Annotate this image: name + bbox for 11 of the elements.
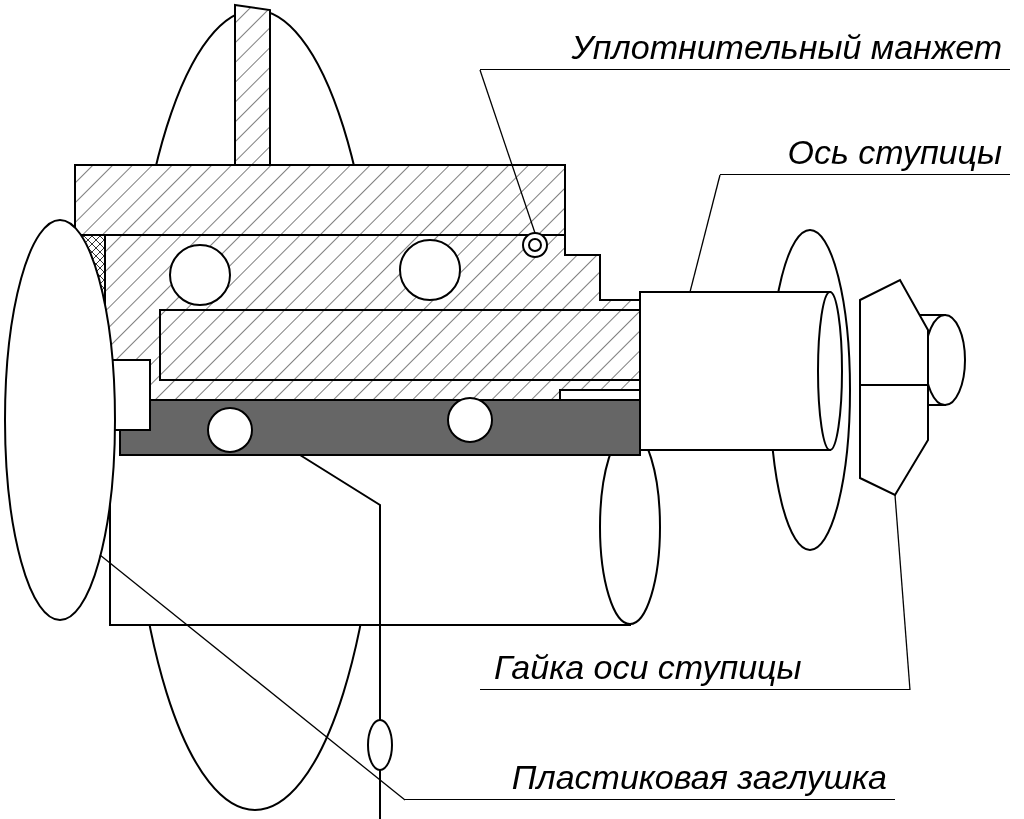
leader-line (689, 174, 721, 293)
end-cap (4, 219, 116, 621)
leader-line (99, 554, 406, 801)
part-label: Пластиковая заглушка (405, 756, 895, 800)
leader-line (479, 69, 536, 234)
leader-line (894, 494, 911, 691)
axle-shaft (639, 291, 843, 451)
axle-nut (859, 278, 929, 497)
part-label: Ось ступицы (720, 131, 1010, 175)
part-label: Гайка оси ступицы (480, 646, 910, 690)
part-label: Уплотнительный манжет (480, 26, 1010, 70)
